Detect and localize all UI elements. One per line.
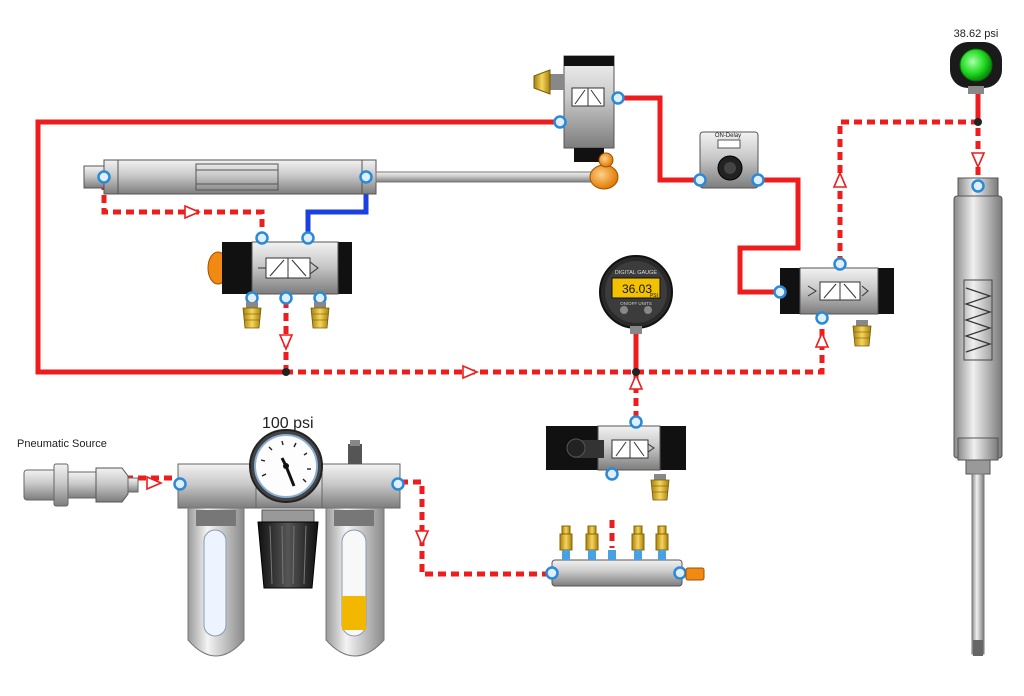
quick-connect-coupler-icon[interactable] — [23, 463, 139, 507]
exhaust-lines — [101, 119, 981, 577]
directional-valve-icon[interactable] — [533, 55, 625, 168]
pneumatic-cylinder-icon[interactable] — [953, 177, 1003, 656]
on-delay-timer-icon[interactable] — [693, 131, 765, 189]
on-delay-label: ON-Delay — [715, 133, 741, 139]
directional-valve-icon[interactable] — [546, 415, 686, 501]
gauge-title: DIGITAL GAUGE — [615, 270, 658, 276]
pressurized-lines — [35, 88, 981, 375]
directional-valve-icon[interactable] — [773, 257, 895, 347]
directional-valve-icon[interactable] — [207, 231, 352, 329]
digital-gauge — [599, 255, 673, 334]
pneumatic-source-label: Pneumatic Source — [17, 438, 107, 450]
regulator-pressure-label: 100 psi — [262, 415, 314, 432]
flow-arrows — [146, 118, 985, 546]
gauge-unit: PSI — [650, 293, 658, 299]
gauge-value: 36.03 — [622, 282, 652, 296]
return-line — [305, 180, 369, 240]
distribution-manifold-icon[interactable] — [545, 525, 705, 587]
pneumatic-cylinder-icon[interactable] — [83, 159, 619, 195]
dial-pressure-gauge-icon — [249, 429, 323, 503]
lamp-pressure-label: 38.62 psi — [954, 28, 999, 40]
gauge-buttons-label: ON/OFF UNITS — [620, 301, 652, 306]
pressure-indicator-lamp-icon — [950, 42, 1002, 94]
